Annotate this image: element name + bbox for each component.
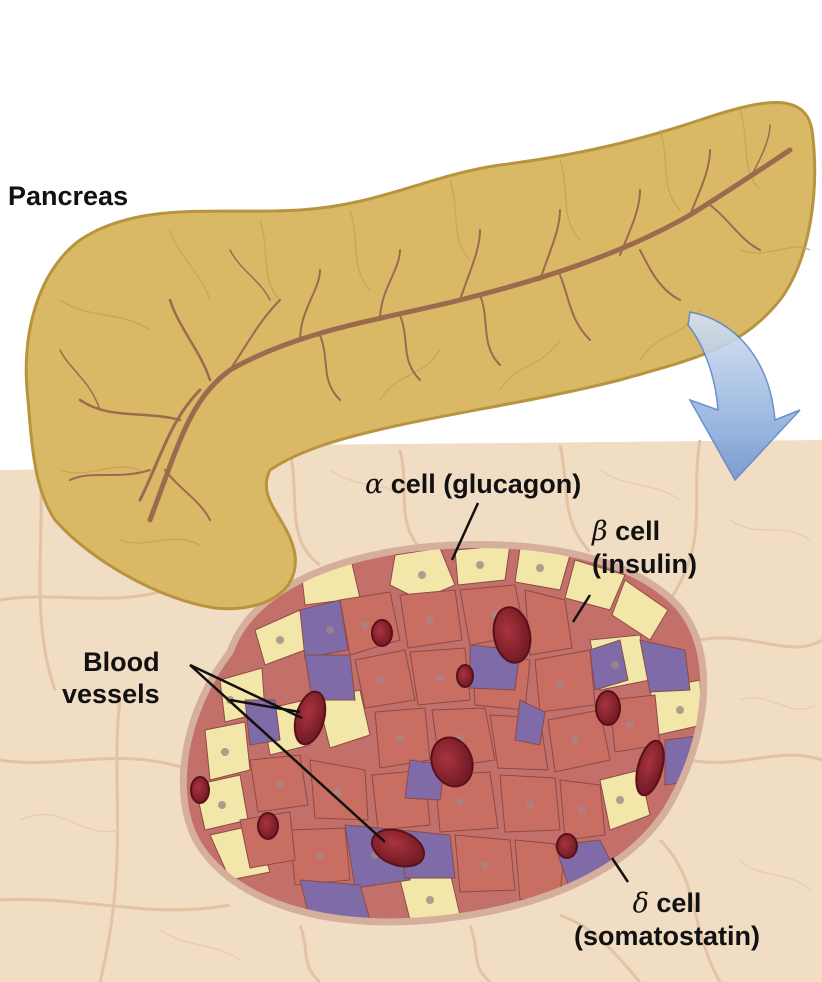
delta-cell-leader-line [610,857,630,883]
pancreas-label: Pancreas [8,181,129,211]
beta-cell-text: cell [607,516,661,546]
alpha-symbol: α [365,469,384,500]
blood-vessels-line1: Blood [83,647,160,677]
delta-cell-text: cell [648,888,702,918]
beta-symbol: β [592,516,608,547]
pancreatic-duct [59,124,793,523]
arrow-icon [687,311,801,482]
delta-cell-hormone: (somatostatin) [574,921,761,951]
delta-cell-label: δ cell (somatostatin) [574,887,760,952]
islet-of-langerhans [179,541,708,926]
blood-vessel-leader-line-upper-2 [229,698,301,714]
alpha-cell-label: α cell (glucagon) [365,468,581,501]
delta-symbol: δ [632,888,649,919]
beta-cell-hormone: (insulin) [592,549,697,579]
blood-vessels [190,606,665,868]
alpha-cell-leader-line [450,502,480,561]
blood-vessels-label: Blood vessels [62,646,160,710]
blood-vessel-leader-line-lower [189,664,386,843]
alpha-cell-text: cell (glucagon) [383,469,582,499]
pancreas-organ [24,101,817,611]
beta-cell-label: β cell (insulin) [592,515,697,580]
leader-lines [189,502,630,883]
blood-vessels-line2: vessels [62,679,160,709]
beta-cell-leader-line [571,594,592,623]
